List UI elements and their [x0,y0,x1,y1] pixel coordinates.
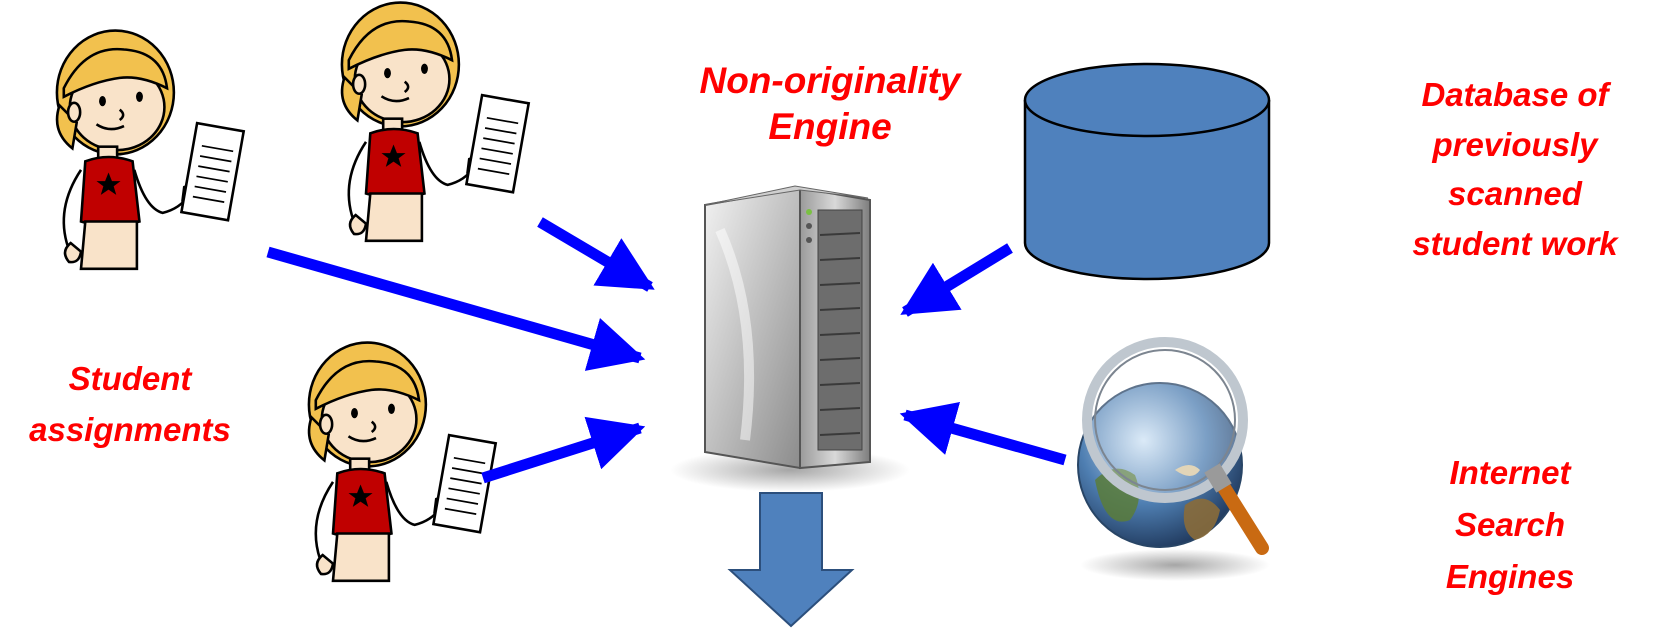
output-arrow [727,492,855,628]
database-label-line-2: previously [1432,125,1598,163]
database-label-line-4: student work [1412,224,1618,262]
student-icon-1 [55,29,245,271]
engine-title: Non-originality Engine [640,58,1020,151]
database-label-line-1: Database of [1421,76,1609,113]
internet-label-line-1: Internet [1449,454,1571,491]
globe-magnifier-icon [1077,337,1270,581]
database-cylinder-icon [1023,62,1271,281]
arrow-database-to-engine [900,243,1013,317]
internet-label-line-2: Search [1454,506,1566,544]
database-label: Database of previously scanned student w… [1370,70,1659,268]
student-icon-2 [340,1,530,243]
arrow-internet-to-engine [899,401,1067,466]
server-tower-icon [670,185,910,492]
database-label-line-3: scanned [1448,175,1582,212]
engine-title-line-1: Non-originality [699,60,961,101]
internet-label: Internet Search Engines [1400,447,1620,603]
students-label: Student assignments [20,353,240,455]
students-label-line-1: Student [68,360,192,397]
arrow-student-2-to-engine [537,217,655,292]
engine-title-line-2: Engine [768,106,892,148]
student-icon-3 [307,341,497,583]
arrow-student-1-to-engine [266,246,646,371]
arrow-student-3-to-engine [481,416,646,484]
students-label-line-2: assignments [29,411,231,449]
internet-label-line-3: Engines [1445,558,1575,596]
